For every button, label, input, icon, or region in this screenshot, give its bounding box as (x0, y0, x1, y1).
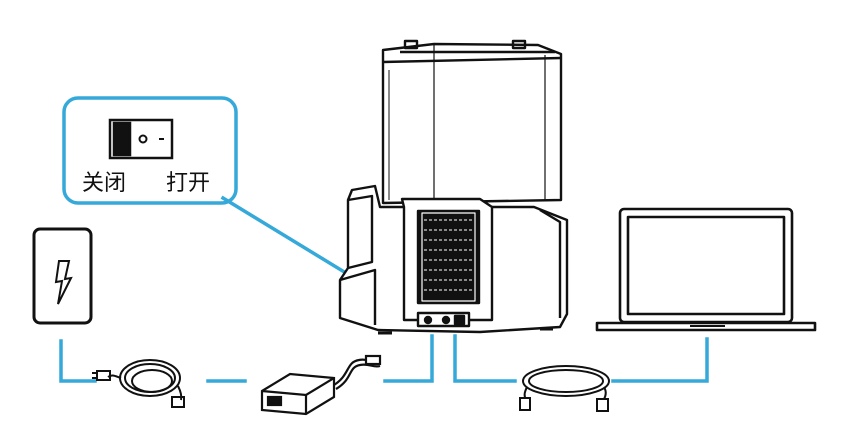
laptop-icon (595, 207, 817, 332)
switch-callout-box (62, 96, 238, 205)
power-outlet-icon (32, 227, 93, 325)
usb-cable-icon (519, 365, 610, 412)
printer-icon (338, 39, 569, 335)
usb-to-laptop-line (611, 337, 709, 383)
switch-off-label: 关闭 (82, 171, 126, 196)
switch-on-label: 打开 (166, 171, 210, 196)
rocker-switch-icon (108, 118, 174, 160)
power-adapter-icon (260, 354, 382, 416)
outlet-to-cord-line (59, 339, 97, 383)
printer-to-usb-line (453, 334, 517, 383)
power-cord-icon (92, 359, 185, 408)
adapter-to-printer-line (383, 334, 434, 383)
